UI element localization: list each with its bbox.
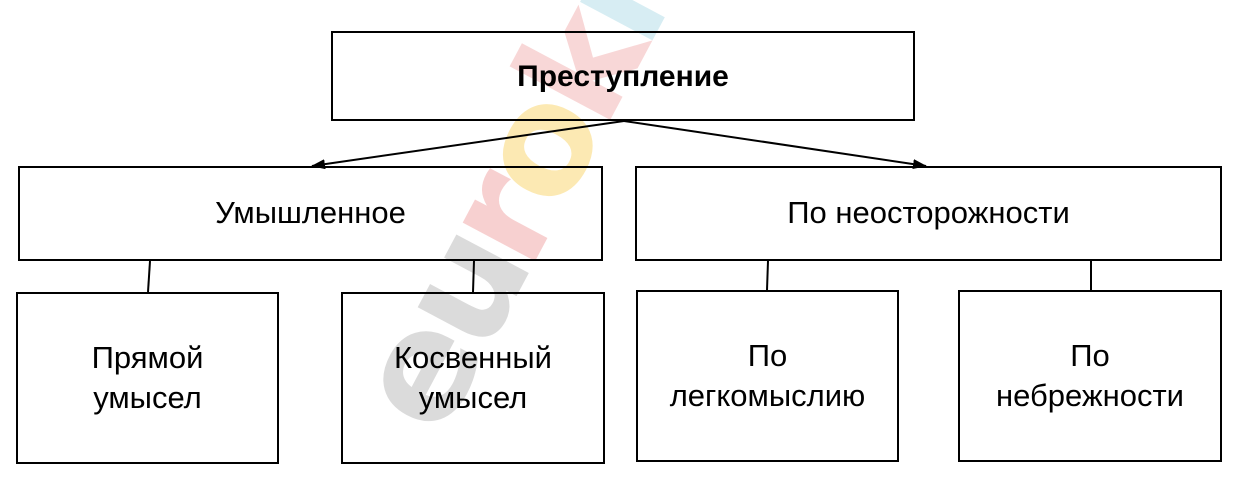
node-negligent-label: По неосторожности [787,195,1070,231]
connector-indirect-intent [472,260,475,293]
root-node-crime: Преступление [331,31,915,121]
arrow-to-intentional [311,120,625,170]
connector-frivolity [766,260,769,291]
arrow-to-negligent [623,120,927,170]
node-frivolity: По легкомыслию [636,290,899,462]
node-intentional: Умышленное [18,166,603,261]
node-frivolity-label: По легкомыслию [669,337,866,413]
node-indirect-intent-label: Косвенный умысел [394,339,552,415]
node-carelessness: По небрежности [958,290,1222,462]
node-direct-intent: Прямой умысел [16,292,279,464]
node-carelessness-label: По небрежности [995,337,1184,413]
root-node-label: Преступление [517,59,729,93]
node-direct-intent-label: Прямой умысел [91,339,204,415]
node-indirect-intent: Косвенный умысел [341,292,605,464]
connector-direct-intent [147,260,151,293]
node-negligent: По неосторожности [635,166,1222,261]
node-intentional-label: Умышленное [215,195,406,231]
